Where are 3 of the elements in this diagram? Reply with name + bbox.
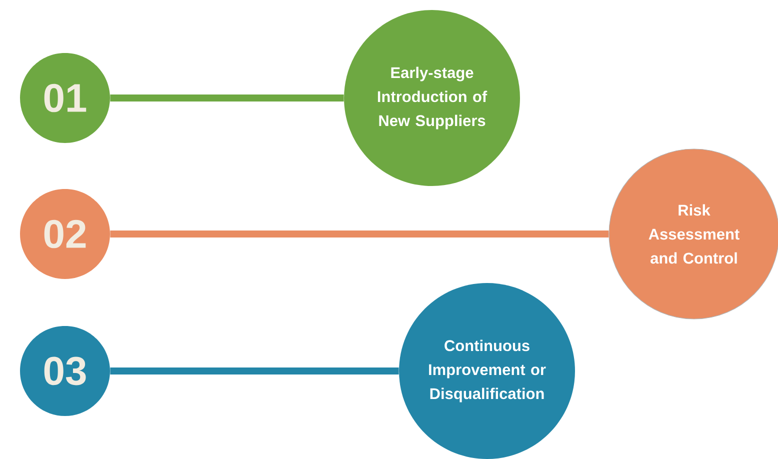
connector-bar — [110, 230, 609, 238]
connector-bar — [110, 368, 399, 374]
connector-bar — [110, 94, 344, 102]
